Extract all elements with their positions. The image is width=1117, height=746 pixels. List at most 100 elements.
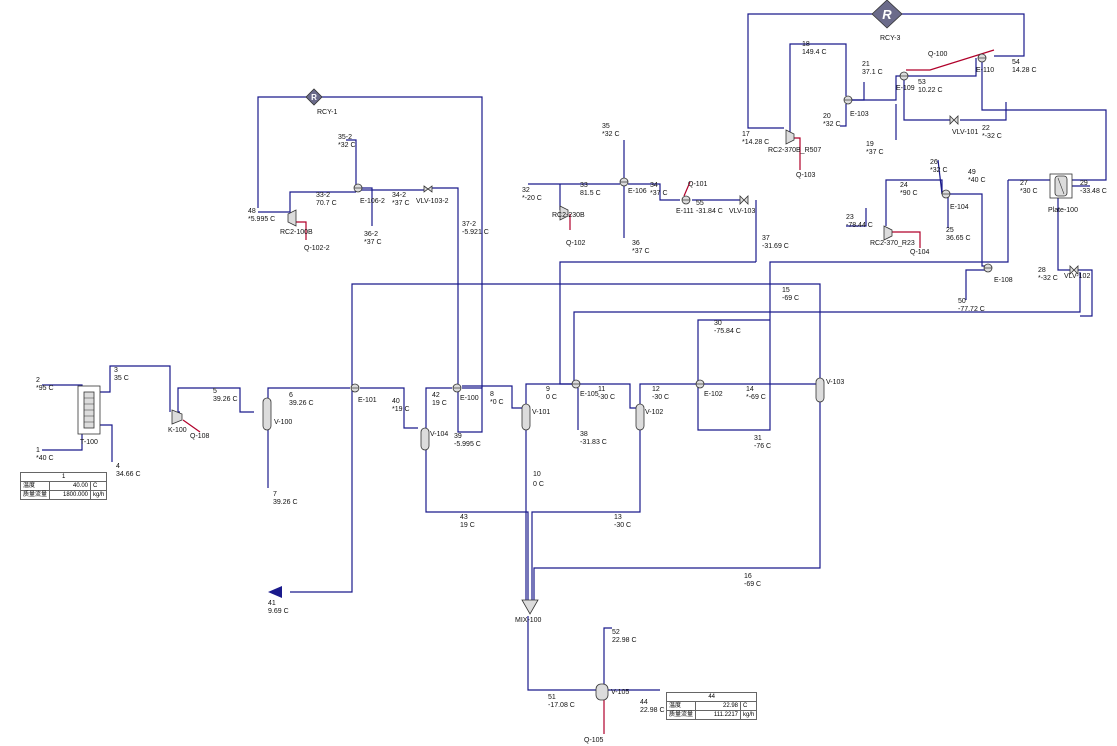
stream-temperature: *37 C [632, 248, 650, 255]
valve-VLV-103 [739, 195, 749, 205]
stream-temperature: *90 C [900, 190, 918, 197]
separator-V-103 [815, 377, 825, 403]
separator-V-100 [262, 397, 272, 431]
plate-exchanger-Plate-100 [1049, 173, 1073, 199]
stream-temperature: -30 C [598, 394, 615, 401]
compressor-K-100 [171, 409, 183, 425]
stream-number: 30 [714, 320, 722, 327]
stream-number: 51 [548, 694, 556, 701]
separator-V-105 [595, 683, 609, 701]
stream-temperature: *95 C [36, 385, 54, 392]
stream-number: 31 [754, 435, 762, 442]
stream-temperature: *37 C [392, 200, 410, 207]
stream-number: 44 [640, 699, 648, 706]
stream-temperature: 22.98 C [640, 707, 665, 714]
unit-label: RC2-370_R23 [870, 240, 915, 247]
stream-number: 38 [580, 431, 588, 438]
unit-label: E-105 [580, 391, 599, 398]
unit-label: V-101 [532, 409, 550, 416]
stream-temperature: -30 C [652, 394, 669, 401]
table-stream-name: 1 [19, 472, 108, 482]
unit-label: RCY-1 [317, 109, 337, 116]
exchanger-E-108 [983, 263, 993, 273]
stream-temperature: 10.22 C [918, 87, 943, 94]
stream-number: 34-2 [392, 192, 406, 199]
unit-label: Q-102-2 [304, 245, 330, 252]
stream-temperature: -5.995 C [454, 441, 481, 448]
stream-number: 40 [392, 398, 400, 405]
stream-temperature: 39.26 C [213, 396, 238, 403]
product-arrow-41 [268, 586, 282, 598]
temperature-label: 温度 [665, 701, 697, 711]
stream-number: 4 [116, 463, 120, 470]
stream-temperature: 36.65 C [946, 235, 971, 242]
unit-label: V-103 [826, 379, 844, 386]
stream-temperature: 39.26 C [289, 400, 314, 407]
stream-number: 3 [114, 367, 118, 374]
stream-number: 23 [846, 214, 854, 221]
mass-flow-label: 质量流量 [19, 490, 51, 500]
unit-label: E-100 [460, 395, 479, 402]
mass-flow-value: 1800.000 [49, 490, 92, 500]
stream-temperature: *40 C [968, 177, 986, 184]
stream-number: 54 [1012, 59, 1020, 66]
stream-number: 24 [900, 182, 908, 189]
temperature-unit: C [90, 481, 108, 491]
stream-temperature: -69 C [782, 295, 799, 302]
stream-number: 19 [866, 141, 874, 148]
stream-temperature: *14.28 C [742, 139, 769, 146]
stream-number: 37-2 [462, 221, 476, 228]
stream-temperature: *37 C [866, 149, 884, 156]
stream-temperature: 39.26 C [273, 499, 298, 506]
stream-number: 37 [762, 235, 770, 242]
stream-number: 25 [946, 227, 954, 234]
stream-number: 50 [958, 298, 966, 305]
stream-temperature: *19 C [392, 406, 410, 413]
stream-number: 1 [36, 447, 40, 454]
stream-conditions-table: 1 温度 40.00 C 质量流量 1800.000 kg/h [19, 472, 108, 500]
stream-temperature: 0 C [546, 394, 557, 401]
unit-label: VLV-102 [1064, 273, 1090, 280]
stream-number: 11 [598, 386, 605, 393]
unit-label: RC2-100B [280, 229, 313, 236]
stream-temperature: *37 C [650, 190, 668, 197]
temperature-value: 22.98 [695, 701, 742, 711]
unit-label: Q-104 [910, 249, 930, 256]
unit-label: T-100 [80, 439, 98, 446]
stream-temperature: *40 C [36, 455, 54, 462]
stream-number: 5 [213, 388, 217, 395]
valve-VLV-101 [949, 115, 959, 125]
exchanger-E-100 [452, 383, 462, 393]
unit-label: E-101 [358, 397, 377, 404]
stream-temperature: *30 C [1020, 188, 1038, 195]
stream-temperature: *37 C [364, 239, 382, 246]
stream-temperature: *32 C [338, 142, 356, 149]
compressor-RC2-230B [559, 205, 569, 221]
stream-temperature: *32 C [930, 167, 948, 174]
unit-label: VLV-103-2 [416, 198, 449, 205]
unit-label: K-100 [168, 427, 187, 434]
stream-number: 42 [432, 392, 440, 399]
stream-number: 10 [533, 471, 541, 478]
stream-number: 7 [273, 491, 277, 498]
exchanger-E-111 [681, 195, 691, 205]
stream-number: 16 [744, 573, 752, 580]
stream-temperature: -31.83 C [580, 439, 607, 446]
unit-label: RC2-370B_R507 [768, 147, 821, 154]
exchanger-E-106 [619, 177, 629, 187]
exchanger-E-101 [350, 383, 360, 393]
stream-temperature: 0 C [533, 481, 544, 488]
unit-label: E-108 [994, 277, 1013, 284]
unit-label: V-102 [645, 409, 663, 416]
unit-label: Q-102 [566, 240, 586, 247]
stream-temperature: 9.69 C [268, 608, 289, 615]
stream-temperature: *5.995 C [248, 216, 275, 223]
stream-number: 13 [614, 514, 622, 521]
stream-number: 34 [650, 182, 658, 189]
stream-number: 52 [612, 629, 620, 636]
stream-number: 17 [742, 131, 750, 138]
column-T-100 [77, 385, 101, 435]
unit-labels: RCY-1 RCY-3 T-100 K-100 Q-108 V-100 E-10… [80, 35, 1090, 744]
stream-number: 9 [546, 386, 550, 393]
stream-number: 33-2 [316, 192, 330, 199]
